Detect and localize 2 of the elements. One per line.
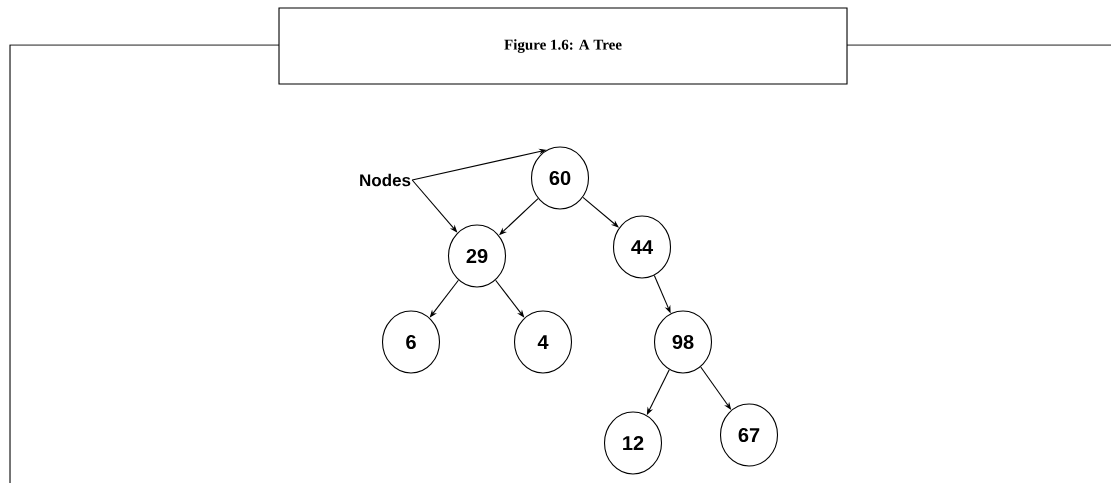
title-box: Figure 1.6: A Tree — [278, 7, 848, 85]
pointer-label: Nodes — [360, 173, 411, 187]
